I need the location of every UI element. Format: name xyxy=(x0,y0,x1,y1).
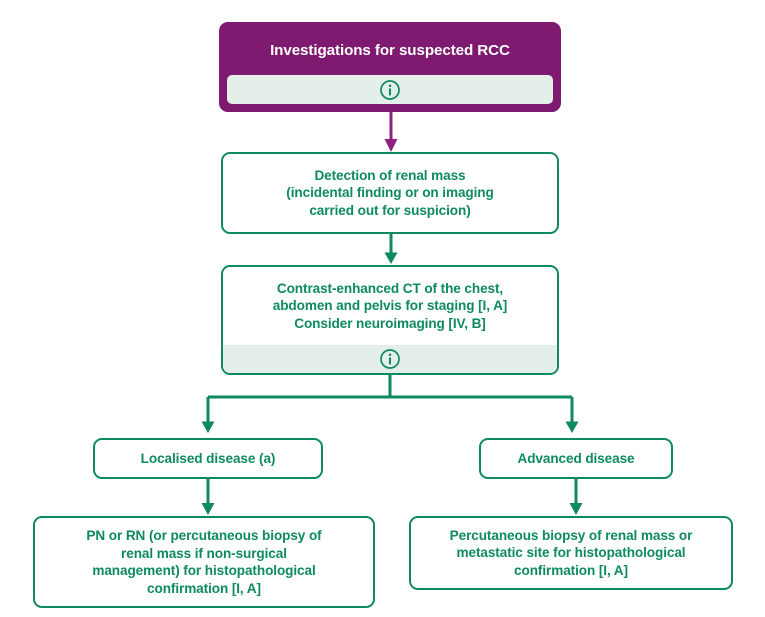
node-advanced-treatment-text: Percutaneous biopsy of renal mass or met… xyxy=(450,527,693,580)
connector-header-to-detection xyxy=(384,112,398,152)
node-advanced-text: Advanced disease xyxy=(517,450,635,466)
node-staging-line-1: Contrast-enhanced CT of the chest, xyxy=(276,280,504,296)
node-advanced-body: Advanced disease xyxy=(481,440,671,477)
node-detection-line-2: (incidental finding or on imaging xyxy=(286,185,494,201)
node-localised-disease[interactable]: Localised disease (a) xyxy=(93,438,323,479)
node-staging-ct[interactable]: Contrast-enhanced CT of the chest, abdom… xyxy=(221,265,559,375)
node-localised-treatment[interactable]: PN or RN (or percutaneous biopsy of rena… xyxy=(33,516,375,608)
node-localised-body: Localised disease (a) xyxy=(95,440,321,477)
connector-staging-branch xyxy=(201,375,579,433)
connector-advanced-to-treatment xyxy=(569,479,583,515)
node-staging-line-3: Consider neuroimaging [IV, B] xyxy=(294,315,486,331)
node-localised-treatment-line-3: management) for histopathological xyxy=(92,563,316,578)
node-advanced-treatment-line-1: Percutaneous biopsy of renal mass or xyxy=(449,527,693,543)
node-advanced-treatment-line-2: metastatic site for histopathological xyxy=(456,545,686,561)
node-header-investigations[interactable]: Investigations for suspected RCC xyxy=(219,22,561,112)
node-detection-renal-mass[interactable]: Detection of renal mass (incidental find… xyxy=(221,152,559,234)
node-advanced-treatment-body: Percutaneous biopsy of renal mass or met… xyxy=(411,518,731,588)
node-staging-text: Contrast-enhanced CT of the chest, abdom… xyxy=(272,280,508,333)
node-staging-line-2: abdomen and pelvis for staging [I, A] xyxy=(272,298,508,314)
info-icon[interactable] xyxy=(379,348,401,370)
node-localised-treatment-line-4: confirmation [I, A] xyxy=(147,580,261,596)
page-title: Investigations for suspected RCC xyxy=(270,41,510,59)
connector-localised-to-treatment xyxy=(201,479,215,515)
node-localised-text: Localised disease (a) xyxy=(140,450,276,466)
info-bar-header[interactable] xyxy=(227,75,553,104)
node-detection-text: Detection of renal mass (incidental find… xyxy=(286,167,493,220)
node-advanced-disease[interactable]: Advanced disease xyxy=(479,438,673,479)
node-advanced-treatment-line-3: confirmation [I, A] xyxy=(514,562,628,578)
node-localised-treatment-text: PN or RN (or percutaneous biopsy of rena… xyxy=(86,527,321,597)
node-localised-treatment-body: PN or RN (or percutaneous biopsy of rena… xyxy=(35,518,373,606)
node-detection-line-3: carried out for suspicion) xyxy=(309,202,471,218)
connector-detection-to-staging xyxy=(384,234,398,264)
node-header-body: Investigations for suspected RCC xyxy=(219,22,561,75)
node-detection-line-1: Detection of renal mass xyxy=(314,167,466,183)
node-staging-body: Contrast-enhanced CT of the chest, abdom… xyxy=(223,267,557,345)
node-localised-treatment-line-2: renal mass if non-surgical xyxy=(121,545,287,561)
node-detection-body: Detection of renal mass (incidental find… xyxy=(223,154,557,232)
info-icon[interactable] xyxy=(379,79,401,101)
node-advanced-treatment[interactable]: Percutaneous biopsy of renal mass or met… xyxy=(409,516,733,590)
info-bar-staging[interactable] xyxy=(223,345,557,373)
node-localised-treatment-line-1: PN or RN (or percutaneous biopsy of xyxy=(86,528,322,543)
